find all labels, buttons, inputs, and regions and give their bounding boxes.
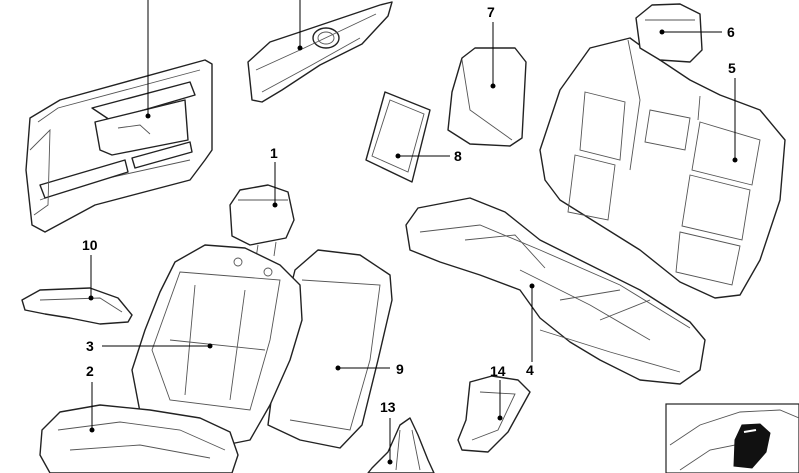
callout-13: 13 (380, 399, 396, 415)
callout-7: 7 (487, 4, 495, 20)
trim-block-7 (447, 47, 527, 147)
callout-10: 10 (82, 237, 98, 253)
front-backrest-cover (131, 244, 303, 447)
bracket-14 (457, 375, 531, 453)
front-seat-cushion (39, 404, 239, 473)
leader-lines (88, 0, 738, 465)
callout-9: 9 (396, 361, 404, 377)
rear-headrest (635, 3, 703, 63)
callout-14: 14 (490, 363, 506, 379)
front-headrest (229, 184, 295, 259)
trim-panel-8 (365, 91, 431, 183)
callout-2: 2 (86, 363, 94, 379)
gear-boot-13 (367, 417, 435, 473)
armrest-10 (21, 287, 133, 325)
rear-backrest (539, 37, 786, 299)
callout-1: 1 (270, 145, 278, 161)
rear-seat-cushion (405, 197, 706, 385)
door-trim-panel (25, 59, 213, 233)
callout-4: 4 (526, 362, 534, 378)
callout-3: 3 (86, 338, 94, 354)
callout-5: 5 (728, 60, 736, 76)
door-insert-panel (247, 1, 393, 103)
car-location-inset (665, 403, 799, 473)
callout-8: 8 (454, 148, 462, 164)
callout-6: 6 (727, 24, 735, 40)
